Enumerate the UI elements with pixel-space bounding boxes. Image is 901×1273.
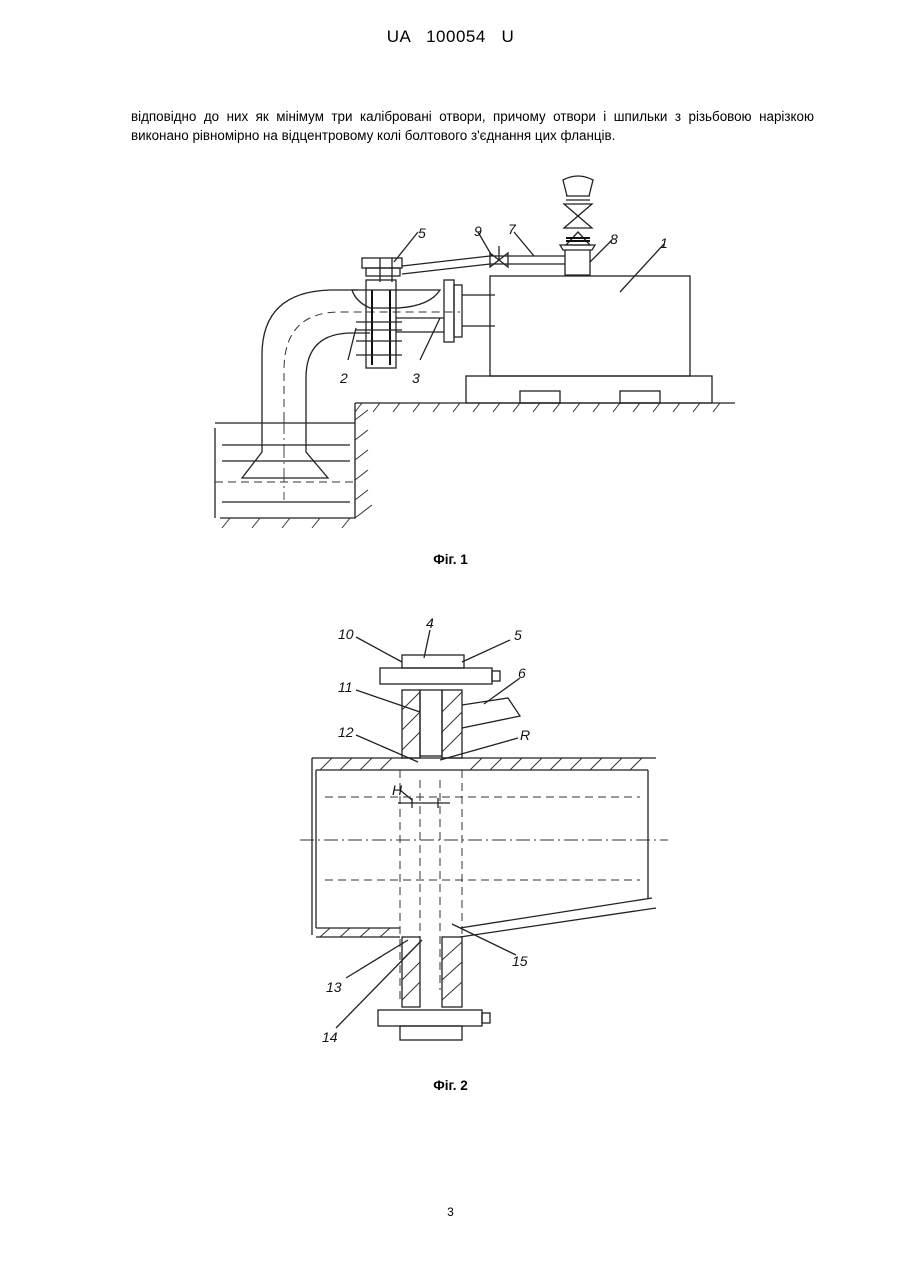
figure-2-caption: Фіг. 2 — [0, 1078, 901, 1093]
fig2-label-r: R — [520, 727, 530, 743]
fig2-label-13: 13 — [326, 979, 342, 995]
fig2-label-4: 4 — [426, 615, 434, 631]
fig2-label-15: 15 — [512, 953, 528, 969]
fig2-label-12: 12 — [338, 724, 354, 740]
fig1-label-3: 3 — [412, 370, 420, 386]
figure-1-drawing: 5 9 7 8 1 2 3 — [0, 160, 901, 540]
figure-1-caption: Фіг. 1 — [0, 552, 901, 567]
document-header: UA 100054 U — [0, 27, 901, 47]
fig2-label-10: 10 — [338, 626, 354, 642]
fig1-label-1: 1 — [660, 235, 668, 251]
page-number: 3 — [0, 1205, 901, 1219]
fig2-label-5: 5 — [514, 627, 522, 643]
fig2-label-6: 6 — [518, 665, 526, 681]
fig1-label-8: 8 — [610, 231, 618, 247]
figure-2-drawing: 10 4 5 6 11 12 R H 13 14 15 — [0, 615, 901, 1065]
fig1-label-7: 7 — [508, 221, 517, 237]
fig2-label-11: 11 — [338, 679, 353, 695]
fig1-label-2: 2 — [339, 370, 348, 386]
body-paragraph: відповідно до них як мінімум три калібро… — [131, 107, 814, 145]
fig1-label-9: 9 — [474, 223, 482, 239]
fig1-label-5: 5 — [418, 225, 426, 241]
fig2-label-h: H — [392, 782, 403, 798]
fig2-label-14: 14 — [322, 1029, 338, 1045]
